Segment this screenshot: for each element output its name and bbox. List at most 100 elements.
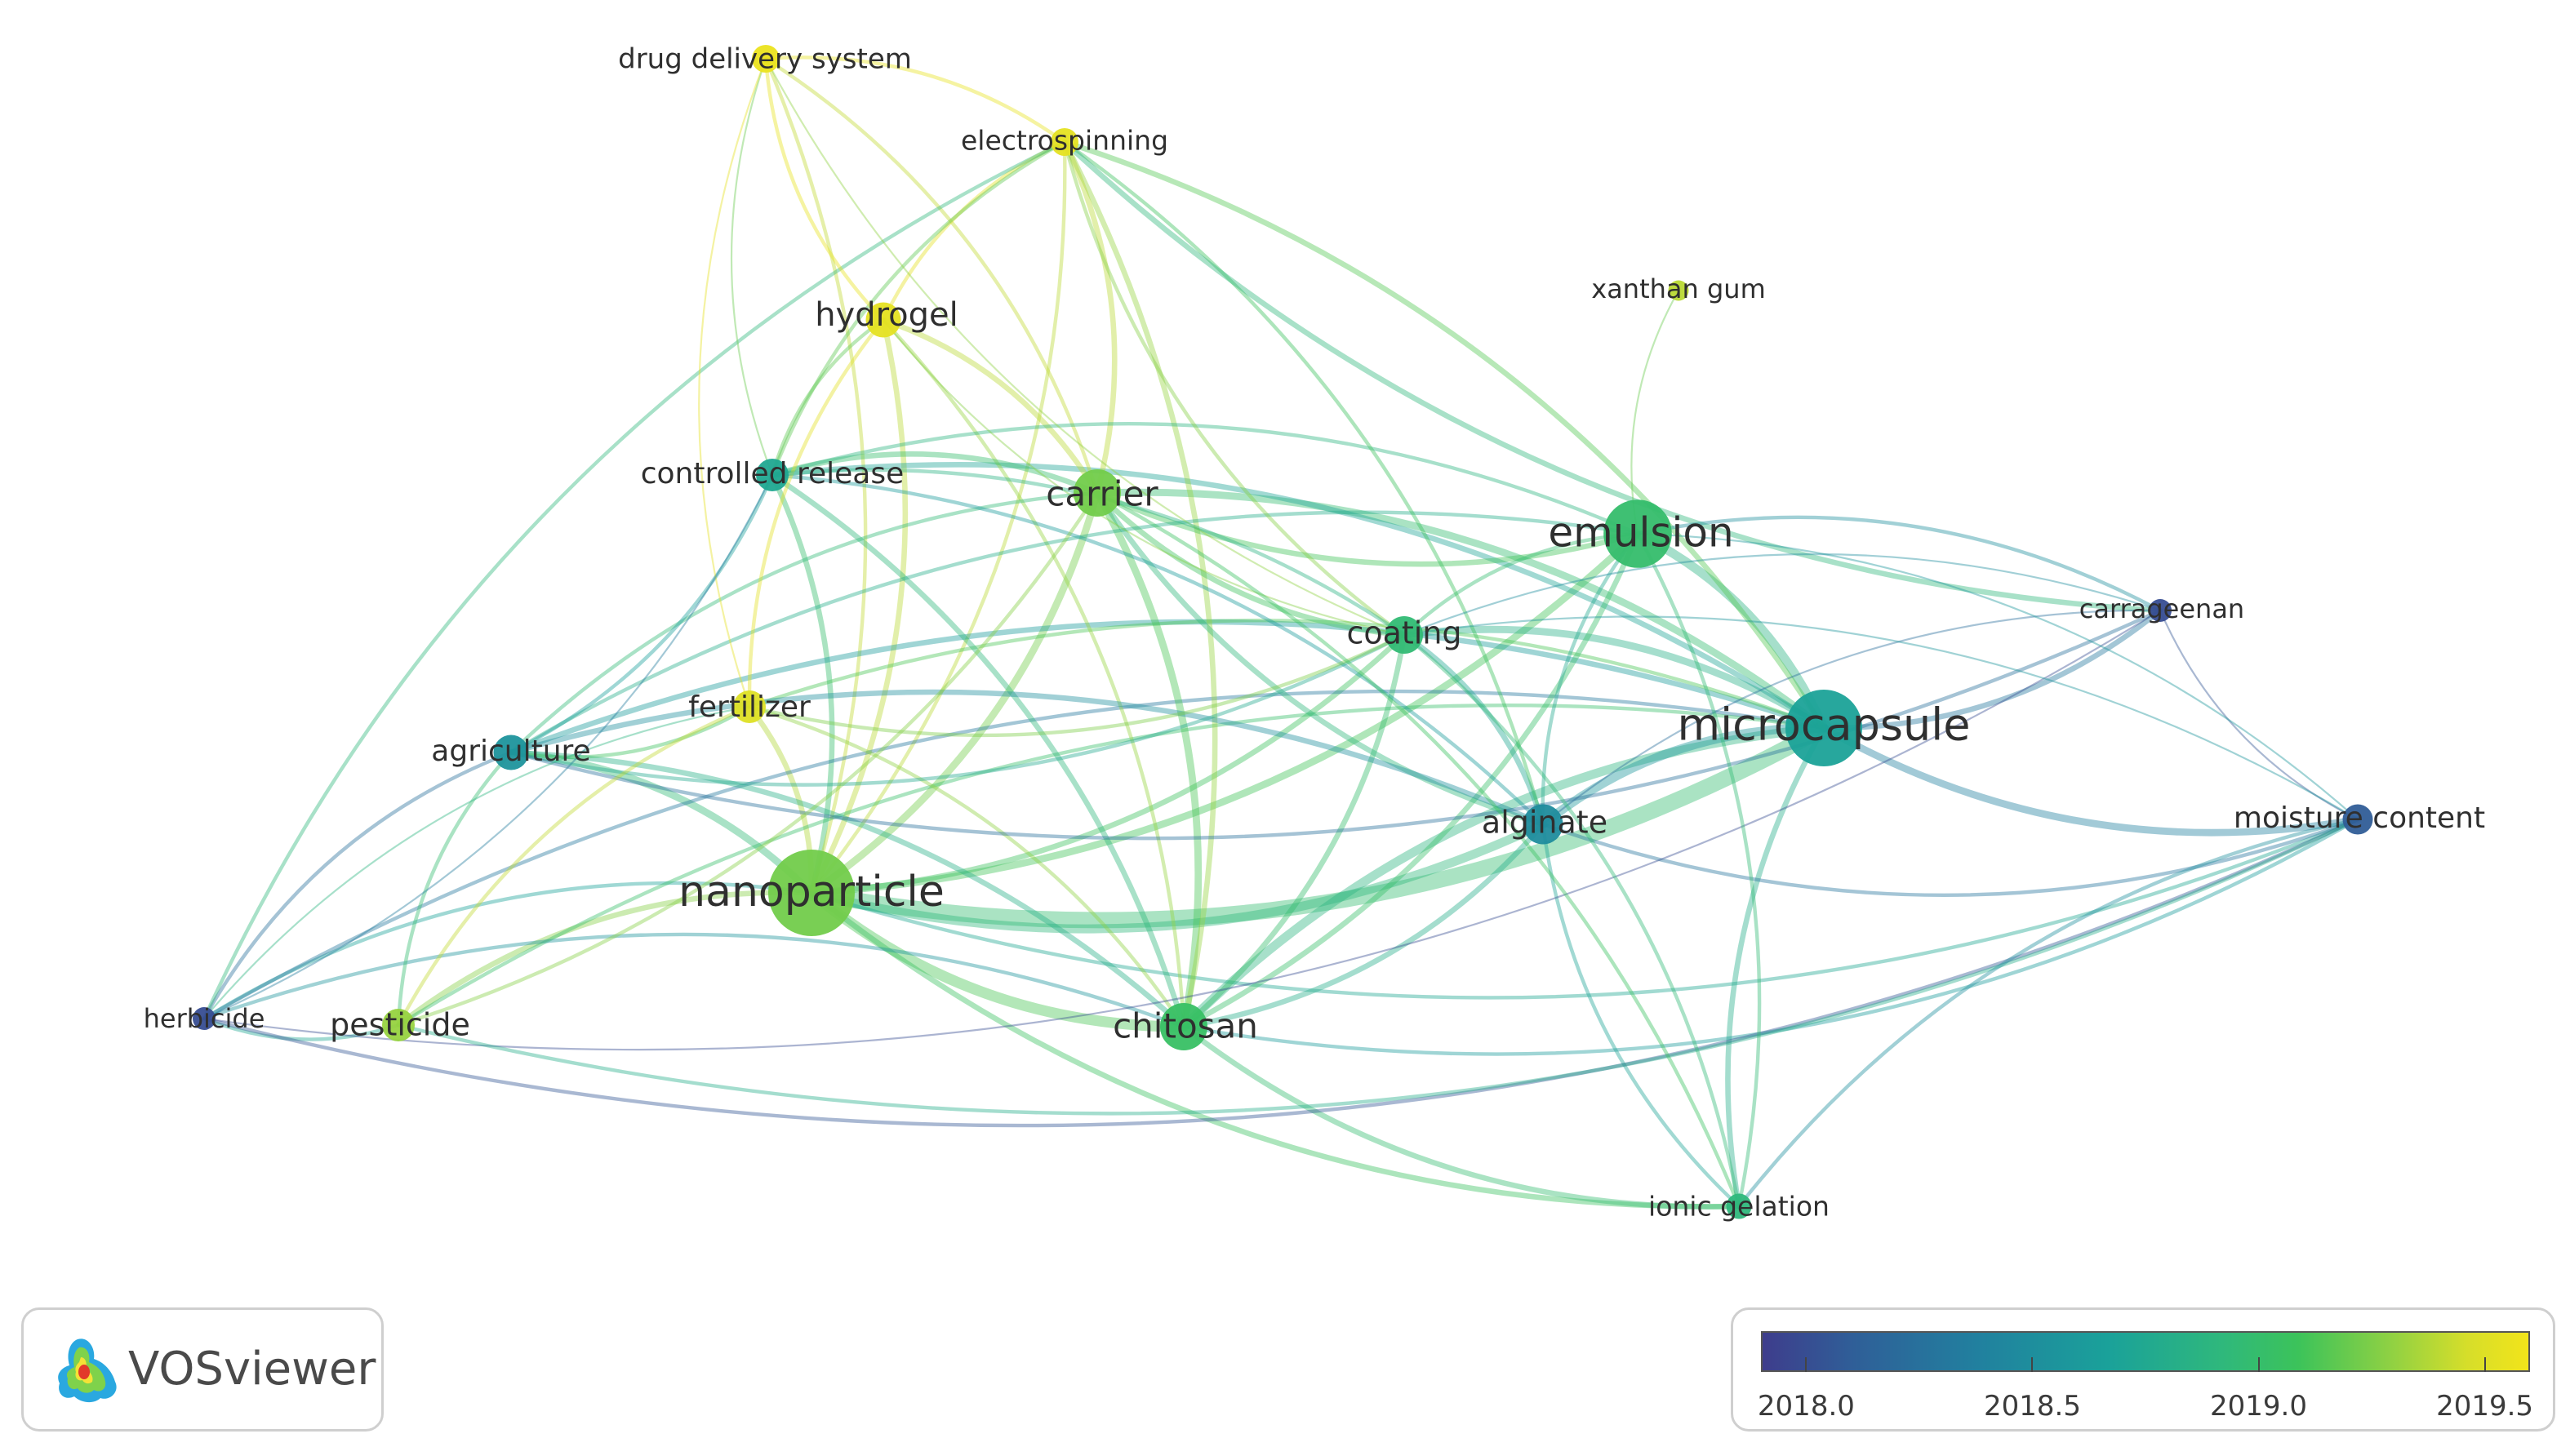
node-label-emulsion[interactable]: emulsion — [1548, 509, 1733, 557]
node-moisture-content[interactable] — [2342, 804, 2373, 835]
link-nanoparticle-emulsion — [807, 530, 1642, 897]
link-microcapsule-fertilizer — [747, 618, 1826, 730]
node-label-pesticide[interactable]: pesticide — [330, 1007, 470, 1043]
link-electrospinning-hydrogel — [881, 140, 1067, 322]
node-label-electrospinning[interactable]: electrospinning — [961, 125, 1168, 157]
link-agriculture-coating — [509, 633, 1407, 787]
link-chitosan-emulsion — [1181, 530, 1641, 1030]
node-label-alginate[interactable]: alginate — [1482, 805, 1607, 841]
link-nanoparticle-hydrogel — [808, 317, 909, 896]
link-carrier-hydrogel — [880, 317, 1100, 496]
link-herbicide-controlled-release — [202, 473, 774, 1020]
node-label-microcapsule[interactable]: microcapsule — [1678, 699, 1971, 751]
link-alginate-controlled-release — [770, 473, 1545, 827]
legend-tick-mark — [2257, 1357, 2260, 1372]
node-xanthan-gum[interactable] — [1668, 280, 1689, 301]
link-emulsion-agriculture — [509, 510, 1640, 755]
link-nanoparticle-herbicide — [202, 881, 814, 1021]
node-label-controlled-release[interactable]: controlled release — [641, 457, 905, 491]
node-label-nanoparticle[interactable]: nanoparticle — [678, 868, 945, 917]
node-label-agriculture[interactable]: agriculture — [431, 735, 590, 768]
node-carrageenan[interactable] — [2149, 599, 2172, 622]
node-alginate[interactable] — [1523, 804, 1563, 845]
node-coating[interactable] — [1385, 616, 1423, 654]
vosviewer-logo-text: VOSviewer — [128, 1343, 376, 1396]
link-nanoparticle-alginate — [807, 819, 1548, 934]
node-emulsion[interactable] — [1603, 499, 1672, 568]
link-carrageenan-moisture-content — [2159, 609, 2359, 821]
link-nanoparticle-electrospinning — [809, 140, 1067, 895]
link-electrospinning-coating — [1062, 140, 1407, 637]
link-emulsion-coating — [1402, 531, 1640, 637]
link-nanoparticle-moisture-content — [809, 817, 2360, 1000]
node-label-herbicide[interactable]: herbicide — [144, 1003, 265, 1034]
link-fertilizer-herbicide — [202, 705, 751, 1020]
link-nanoparticle-microcapsule — [803, 720, 1832, 929]
node-label-carrier[interactable]: carrier — [1046, 474, 1158, 514]
link-alginate-moisture-content — [1541, 817, 2360, 898]
vosviewer-density-icon — [58, 1338, 117, 1403]
link-drug-delivery-system-fertilizer — [698, 57, 767, 708]
link-hydrogel-coating — [882, 318, 1406, 637]
node-hydrogel[interactable] — [865, 302, 901, 338]
link-carrier-alginate — [1094, 490, 1546, 828]
legend-tick-mark — [2483, 1357, 2486, 1372]
node-pesticide[interactable] — [382, 1009, 415, 1041]
node-label-carrageenan[interactable]: carrageenan — [2079, 593, 2244, 624]
link-hydrogel-controlled-release — [770, 317, 886, 477]
link-carrier-emulsion — [1094, 490, 1641, 567]
node-label-xanthan-gum[interactable]: xanthan gum — [1591, 273, 1765, 304]
legend-tick-label: 2018.5 — [1983, 1390, 2081, 1423]
links-layer — [202, 55, 2362, 1210]
link-fertilizer-pesticide — [396, 704, 752, 1028]
link-agriculture-herbicide — [202, 750, 514, 1021]
link-carrageenan-emulsion — [1635, 515, 2163, 613]
vosviewer-logo-panel: VOSviewer — [21, 1307, 384, 1432]
node-chitosan[interactable] — [1160, 1003, 1207, 1050]
link-hydrogel-fertilizer — [747, 317, 886, 709]
link-moisture-content-ionic-gelation — [1736, 817, 2360, 1209]
node-nanoparticle[interactable] — [768, 850, 855, 936]
link-chitosan-carrier — [1093, 489, 1203, 1031]
link-drug-delivery-system-controlled-release — [730, 57, 774, 477]
node-label-chitosan[interactable]: chitosan — [1113, 1006, 1258, 1046]
link-drug-delivery-system-coating — [764, 57, 1406, 637]
link-carrier-electrospinning — [1061, 139, 1118, 496]
legend-tick-label: 2019.5 — [2436, 1390, 2534, 1423]
link-nanoparticle-carrier — [807, 489, 1101, 897]
link-carrier-coating — [1094, 490, 1407, 638]
node-label-coating[interactable]: coating — [1346, 615, 1461, 651]
node-label-drug-delivery-system[interactable]: drug delivery system — [618, 43, 912, 76]
node-carrier[interactable] — [1074, 469, 1121, 517]
node-controlled-release[interactable] — [756, 459, 789, 491]
link-pesticide-moisture-content — [396, 817, 2360, 1116]
node-ionic-gelation[interactable] — [1726, 1193, 1752, 1219]
labels-layer: drug delivery system electrospinning xanth… — [144, 43, 2486, 1223]
node-label-ionic-gelation[interactable]: ionic gelation — [1648, 1191, 1830, 1223]
node-label-moisture-content[interactable]: moisture content — [2234, 801, 2485, 835]
legend-tick-mark — [2031, 1357, 2034, 1372]
legend-tick-mark — [1805, 1357, 1807, 1372]
link-alginate-ionic-gelation — [1541, 822, 1741, 1209]
node-agriculture[interactable] — [493, 735, 529, 770]
link-microcapsule-coating — [1400, 625, 1828, 732]
link-agriculture-fertilizer — [509, 704, 752, 759]
link-ionic-gelation-emulsion — [1635, 531, 1762, 1209]
node-drug-delivery-system[interactable] — [752, 45, 780, 73]
legend-tick-label: 2018.0 — [1757, 1390, 1855, 1423]
node-label-fertilizer[interactable]: fertilizer — [688, 690, 811, 724]
link-ionic-gelation-coating — [1402, 633, 1741, 1209]
link-alginate-agriculture — [508, 689, 1546, 828]
node-fertilizer[interactable] — [733, 690, 766, 723]
link-carrageenan-alginate — [1541, 609, 2162, 826]
link-electrospinning-drug-delivery-system — [763, 55, 1067, 144]
link-nanoparticle-agriculture — [507, 748, 816, 897]
link-moisture-content-coating — [1403, 615, 2359, 821]
link-drug-delivery-system-hydrogel — [763, 56, 886, 322]
link-chitosan-ionic-gelation — [1181, 1023, 1742, 1210]
node-electrospinning[interactable] — [1051, 128, 1078, 156]
node-herbicide[interactable] — [193, 1007, 216, 1030]
node-label-hydrogel[interactable]: hydrogel — [815, 296, 958, 334]
node-microcapsule[interactable] — [1785, 690, 1862, 766]
